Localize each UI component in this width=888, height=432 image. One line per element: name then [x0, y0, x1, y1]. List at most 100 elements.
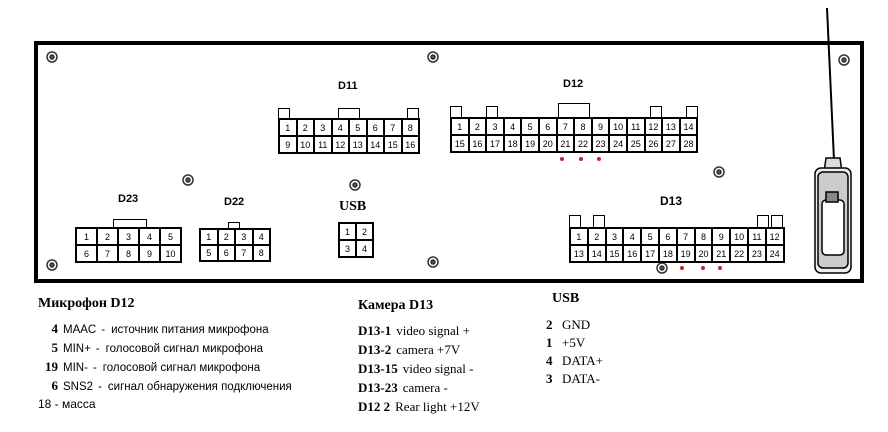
signal-description: +5V [562, 335, 586, 350]
pin-marker-d13 [680, 266, 722, 270]
pin-cell: 22 [730, 245, 748, 262]
connector-label-d13: D13 [660, 194, 683, 208]
d12-latch-center [558, 103, 590, 117]
antenna-connector-icon [814, 7, 852, 274]
pin-cell: 17 [641, 245, 659, 262]
separator: - [98, 381, 102, 393]
pin-cell: 1 [451, 118, 469, 135]
signal-description: DATA+ [562, 353, 603, 368]
pin-cell: 6 [366, 119, 384, 136]
pin-cell: 27 [662, 135, 680, 152]
pin-cell: 18 [658, 245, 677, 262]
mic-ground-note: 18 - масса [38, 397, 96, 411]
pin-cell: 10 [296, 136, 314, 153]
pin-cell: 3 [118, 228, 139, 245]
signal-description: camera +7V [396, 342, 461, 357]
pin-cell: 11 [626, 118, 645, 135]
signal-name: MIN+ [63, 343, 91, 355]
pin-cell: 16 [401, 136, 419, 153]
d22-latch [228, 222, 240, 229]
usb-notes-title: USB [552, 291, 580, 306]
pin-cell: 4 [623, 228, 642, 245]
signal-description: video signal + [396, 323, 470, 338]
pin-cell: 28 [679, 135, 698, 152]
pin-cell: 20 [694, 245, 713, 262]
connector-label-d22: D22 [224, 196, 245, 208]
pin-number: D13-15 [358, 361, 398, 376]
pin-number: 4 [51, 321, 59, 336]
pin-cell: 14 [679, 118, 698, 135]
pin-cell: 16 [623, 245, 642, 262]
pin-number: 4 [546, 353, 553, 368]
pin-cell: 21 [712, 245, 731, 262]
signal-name: MIN- [63, 362, 88, 374]
pin-cell: 20 [538, 135, 557, 152]
usb-pin-row: 1+5V [546, 335, 676, 351]
d23-latch [113, 219, 147, 228]
pin-cell: 8 [118, 245, 139, 262]
pin-cell: 12 [765, 228, 784, 245]
d13-latch-2 [593, 215, 605, 227]
pin-cell: 5 [349, 119, 367, 136]
pin-cell: 15 [384, 136, 402, 153]
pin-cell: 8 [694, 228, 713, 245]
d12-latch-3 [650, 106, 662, 117]
connector-label-usb: USB [339, 199, 367, 214]
pin-cell: 9 [591, 118, 610, 135]
signal-description: DATA- [562, 371, 600, 386]
pin-cell: 5 [160, 228, 181, 245]
pin-cell: 25 [626, 135, 645, 152]
pin-cell: 13 [570, 245, 588, 262]
pin-cell: 9 [712, 228, 731, 245]
pin-cell: 16 [468, 135, 487, 152]
pin-cell: 13 [349, 136, 367, 153]
pin-cell: 13 [662, 118, 680, 135]
pin-cell: 1 [279, 119, 297, 136]
pin-cell: 19 [676, 245, 695, 262]
pin-number: D13-2 [358, 342, 392, 357]
d12-latch-2 [486, 106, 498, 117]
pin-number: 3 [546, 371, 553, 386]
pin-cell: 17 [486, 135, 504, 152]
pin-cell: 3 [235, 229, 253, 245]
d11-latch-center [338, 108, 360, 119]
pin-cell: 21 [556, 135, 575, 152]
d12-latch-right [686, 106, 698, 117]
signal-description: camera - [402, 380, 448, 395]
pin-cell: 22 [574, 135, 592, 152]
pin-cell: 1 [570, 228, 588, 245]
mic-pin-row: 5 MIN+-голосовой сигнал микрофона [38, 340, 358, 356]
usb-pin-row: 4 DATA+ [546, 353, 676, 369]
pin-cell: 3 [314, 119, 332, 136]
pin-number: 2 [546, 317, 553, 332]
signal-description: голосовой сигнал микрофона [102, 362, 261, 374]
pin-cell: 2 [217, 229, 235, 245]
pin-number: 5 [51, 340, 59, 355]
signal-description: голосовой сигнал микрофона [105, 343, 264, 355]
d12-latch-left [450, 106, 462, 117]
pin-cell: 7 [384, 119, 402, 136]
pin-number: 19 [45, 359, 58, 374]
pin-cell: 7 [556, 118, 575, 135]
pin-cell: 26 [644, 135, 663, 152]
separator: - [95, 343, 100, 355]
pin-cell: 15 [451, 135, 469, 152]
camera-notes-title: Камера D13 [358, 298, 434, 313]
pin-cell: 6 [538, 118, 557, 135]
pin-cell: 24 [765, 245, 784, 262]
